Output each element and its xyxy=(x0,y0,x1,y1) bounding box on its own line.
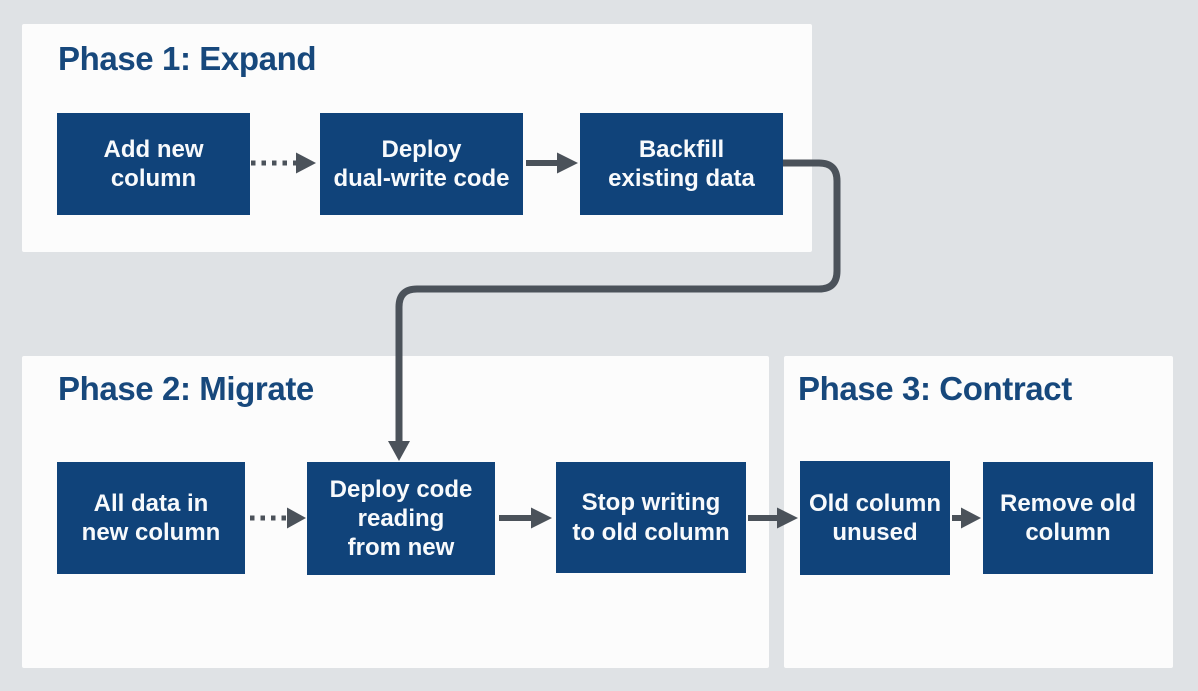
node-add-new-column: Add new column xyxy=(57,113,250,215)
node-deploy-code-reading-from-new: Deploy code reading from new xyxy=(307,462,495,575)
node-label: Deploy code reading from new xyxy=(329,475,473,562)
node-label: Stop writing to old column xyxy=(572,489,730,546)
phase-3-title: Phase 3: Contract xyxy=(798,370,1072,407)
node-label: Add new column xyxy=(103,135,204,192)
node-backfill-existing-data: Backfill existing data xyxy=(580,113,783,215)
node-old-column-unused: Old column unused xyxy=(800,461,950,575)
node-remove-old-column: Remove old column xyxy=(983,462,1153,574)
node-label: Old column unused xyxy=(809,489,941,546)
node-deploy-dual-write-code: Deploy dual-write code xyxy=(320,113,523,215)
phase-1-title: Phase 1: Expand xyxy=(58,40,317,77)
node-stop-writing-to-old-column: Stop writing to old column xyxy=(556,462,746,573)
node-label: Deploy dual-write code xyxy=(333,135,510,192)
node-label: All data in new column xyxy=(81,489,221,546)
node-all-data-in-new-column: All data in new column xyxy=(57,462,245,574)
node-label: Backfill existing data xyxy=(608,135,755,192)
phase-2-title: Phase 2: Migrate xyxy=(58,370,314,407)
node-label: Remove old column xyxy=(999,489,1137,546)
